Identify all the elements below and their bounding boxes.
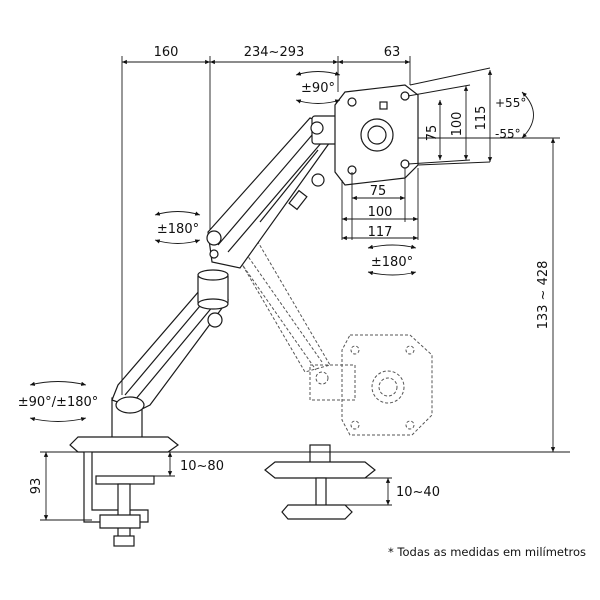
rotation-arrows — [29, 71, 534, 422]
dim-vesa-h-75: 75 — [370, 184, 387, 199]
dim-top-left: 160 — [154, 45, 179, 60]
dim-height-range: 133 ~ 428 — [536, 261, 551, 330]
dim-arm-reach: 234~293 — [244, 45, 305, 60]
desk-clamp — [69, 436, 180, 547]
rot-elbow: ±180° — [157, 222, 199, 237]
dimension-lines — [40, 56, 560, 521]
rot-plate: ±180° — [371, 255, 413, 270]
rot-head-swivel: ±90° — [301, 81, 335, 96]
dim-vesa-v-100: 100 — [450, 112, 465, 137]
footnote: * Todas as medidas em milímetros — [388, 545, 586, 559]
dim-vesa-v-75: 75 — [425, 125, 440, 142]
vesa-plate — [334, 84, 419, 186]
dim-clamp-height: 93 — [29, 478, 44, 495]
lower-joint — [115, 396, 145, 414]
rot-base: ±90°/±180° — [18, 395, 99, 410]
dim-desk-clamp-range: 10~80 — [180, 459, 224, 474]
dim-plate-width: 117 — [368, 225, 393, 240]
dim-plate-height: 115 — [474, 106, 489, 131]
rot-tilt-down: -55° — [495, 127, 521, 141]
dim-vesa-h-100: 100 — [368, 205, 393, 220]
dim-plate-offset: 63 — [384, 45, 401, 60]
rot-tilt-up: +55° — [495, 96, 526, 110]
monitor-arm — [111, 115, 345, 439]
dim-grommet-range: 10~40 — [396, 485, 440, 500]
elbow-joint — [206, 230, 222, 246]
grommet-mount — [264, 444, 376, 520]
